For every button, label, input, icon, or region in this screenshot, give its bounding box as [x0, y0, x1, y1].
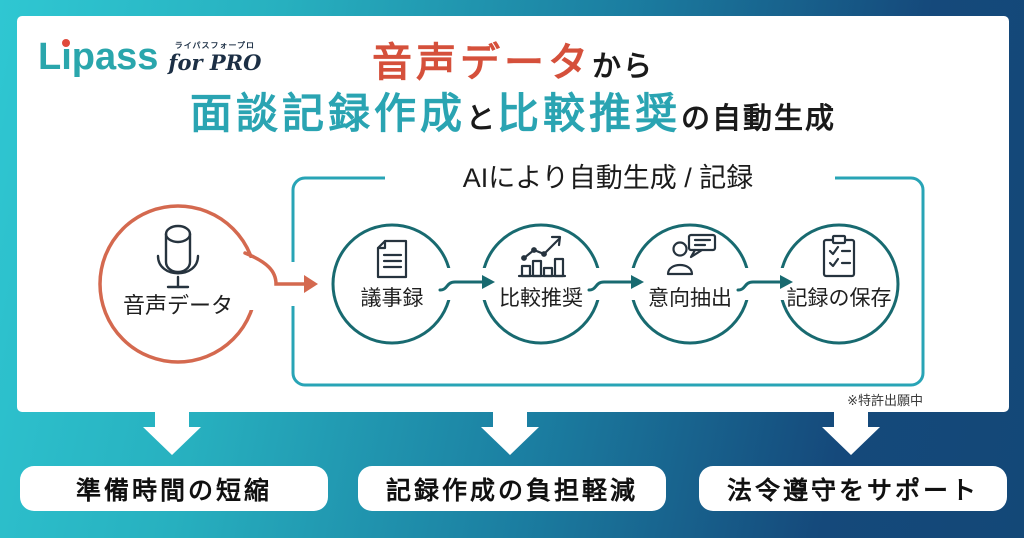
arrow-step3-step4 [736, 275, 793, 292]
logo-sub: ライパスフォープロ for PRO [168, 38, 261, 74]
headline-kara: から [591, 51, 654, 83]
logo-rest: pass [71, 36, 159, 78]
step-circle-minutes [331, 223, 453, 345]
logo-wordmark: Lıpass [38, 38, 158, 76]
logo-kana-label: ライパスフォープロ [174, 41, 256, 50]
flow-diagram: AIにより自動生成 / 記録 音声データ 議事録 比較推奨 意向抽出 記録の保存… [98, 163, 925, 408]
down-arrow-icon [481, 411, 539, 455]
logo-for-pro-label: for PRO [168, 50, 262, 75]
headline-teal-record: 面談記録作成 [189, 90, 466, 137]
bar-chart-icon [517, 235, 567, 278]
document-icon [376, 239, 408, 279]
step-label-recommend: 比較推奨 [499, 287, 583, 310]
down-arrow-icon [143, 411, 201, 455]
arrow-step2-step3 [587, 275, 644, 292]
microphone-icon [156, 224, 200, 289]
frame-label-gap [385, 166, 835, 192]
step-label-save: 記録の保存 [787, 287, 892, 310]
voice-to-ai-arrow [243, 251, 318, 293]
step-label-intent: 意向抽出 [648, 287, 732, 310]
logo-red-dot-icon [62, 39, 70, 47]
headline-teal-recommend: 比較推奨 [497, 90, 682, 137]
lipass-logo: Lıpass ライパスフォープロ for PRO [38, 38, 261, 76]
headline-line1: 音声データから [17, 40, 1009, 86]
logo-l: L [38, 36, 62, 78]
patent-note: ※特許出願中 [847, 393, 923, 408]
benefit-box-preparation: 準備時間の短縮 [20, 466, 328, 511]
arrow-step1-step2 [438, 275, 495, 292]
benefit-box-record-burden: 記録作成の負担軽減 [358, 466, 666, 511]
logo-i-dotless: ı [61, 36, 72, 78]
headline-to: と [465, 103, 497, 135]
step-label-minutes: 議事録 [361, 287, 424, 310]
ai-frame-label: AIにより自動生成 / 記録 [463, 163, 753, 193]
main-card: Lıpass ライパスフォープロ for PRO 音声データから 面談記録作成と… [17, 16, 1009, 412]
down-arrow-icon [822, 411, 880, 455]
benefit-label: 法令遵守をサポート [726, 476, 979, 505]
benefit-box-compliance: 法令遵守をサポート [699, 466, 1007, 511]
red-circle-gap [243, 258, 269, 310]
step-circle-recommend [480, 223, 602, 345]
benefit-label: 記録作成の負担軽減 [385, 476, 638, 505]
voice-data-label: 音声データ [123, 293, 233, 318]
headline: 音声データから 面談記録作成と比較推奨の自動生成 [17, 40, 1009, 138]
headline-accent-voice-data: 音声データ [371, 41, 592, 85]
person-speech-bubble-icon [666, 233, 717, 276]
clipboard-checklist-icon [822, 234, 856, 278]
headline-line2: 面談記録作成と比較推奨の自動生成 [17, 90, 1009, 138]
benefit-label: 準備時間の短縮 [75, 476, 272, 505]
headline-auto-gen: の自動生成 [681, 103, 837, 135]
